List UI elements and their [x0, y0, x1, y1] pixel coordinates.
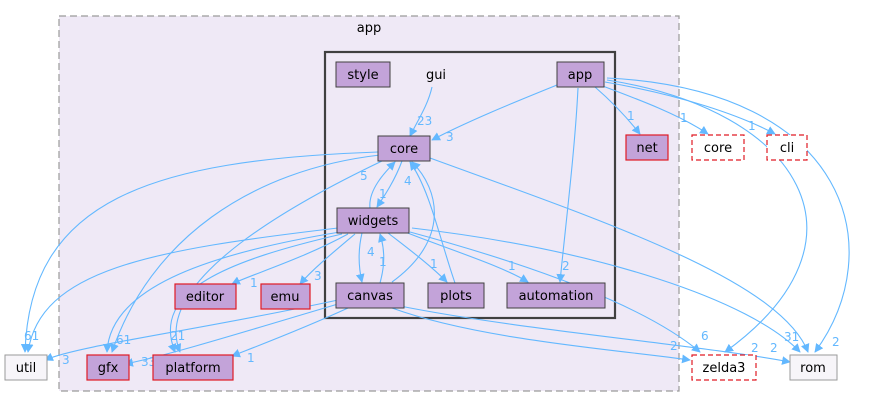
node-core-label: core — [390, 142, 418, 157]
node-style[interactable]: style — [335, 61, 391, 88]
edge-label-app-cli: 1 — [748, 119, 756, 133]
edge-widgets-automation — [399, 229, 529, 283]
edge-label-zelda3-c: 2 — [751, 341, 759, 355]
node-automation[interactable]: automation — [506, 282, 606, 309]
node-net-label: net — [636, 141, 657, 156]
edge-canvas-gfx — [124, 303, 339, 367]
edge-label-zelda3-a: 6 — [701, 329, 709, 343]
edge-label-widgets-core: 5 — [360, 169, 368, 183]
edge-gui-core — [409, 86, 433, 137]
node-emu-label: emu — [271, 290, 300, 305]
edge-canvas-platform — [231, 307, 349, 358]
edge-label-widgets-canvas: 4 — [367, 245, 375, 259]
edge-canvas-util — [44, 299, 339, 361]
edge-label-zelda3-b: 2 — [670, 339, 678, 353]
edge-label-app-core-ext: 1 — [680, 111, 688, 125]
node-widgets[interactable]: widgets — [336, 207, 410, 234]
edge-core-gfx — [110, 154, 381, 353]
node-core[interactable]: core — [377, 135, 431, 162]
edge-label-core-widgets: 1 — [379, 187, 387, 201]
edges — [20, 77, 850, 367]
node-editor-label: editor — [186, 290, 225, 305]
node-platform-label: platform — [165, 361, 220, 376]
edge-app-core — [431, 84, 558, 141]
edge-labels: 23 3 1 1 1 2 5 1 4 4 1 1 1 1 3 61 61 21 … — [24, 109, 840, 369]
edge-label-app-net: 1 — [627, 109, 635, 123]
edge-canvas-widgets — [378, 233, 387, 284]
node-net[interactable]: net — [625, 134, 669, 161]
node-plots[interactable]: plots — [427, 282, 485, 309]
edge-app-net — [594, 86, 641, 135]
edge-label-rom-a: 2 — [770, 341, 778, 355]
edge-label-widgets-editor: 1 — [250, 276, 258, 290]
node-automation-label: automation — [519, 289, 594, 304]
node-cli-label: cli — [780, 141, 794, 156]
edge-label-widgets-plots: 1 — [430, 257, 438, 271]
edge-app-cli — [604, 81, 776, 135]
node-editor[interactable]: editor — [174, 283, 237, 310]
edge-label-rom-app: 2 — [832, 335, 840, 349]
edge-label-app-core: 3 — [446, 130, 454, 144]
edge-label-widgets-automation: 1 — [508, 259, 516, 273]
node-rom[interactable]: rom — [789, 354, 838, 381]
edge-label-widgets-emu: 3 — [314, 269, 322, 283]
node-app[interactable]: app — [556, 61, 605, 88]
edge-widgets-platform — [167, 233, 343, 353]
node-cli[interactable]: cli — [766, 134, 808, 161]
edge-core-platform — [172, 159, 385, 353]
node-zelda3[interactable]: zelda3 — [691, 354, 757, 381]
node-plots-label: plots — [440, 289, 472, 304]
nodes: style app core widgets canvas plots — [4, 61, 838, 381]
edge-widgets-emu — [299, 233, 356, 285]
edge-widgets-plots — [387, 232, 448, 283]
edge-label-canvas-widgets: 1 — [379, 255, 387, 269]
edge-core-widgets — [376, 160, 403, 208]
cluster-app-label: app — [357, 21, 381, 36]
edge-label-rom-b: 31 — [784, 330, 799, 344]
node-app-label: app — [568, 68, 592, 83]
edge-core-rom — [429, 157, 810, 353]
cluster-gui-label: gui — [426, 68, 446, 83]
edge-widgets-util — [24, 227, 339, 353]
node-canvas-label: canvas — [347, 289, 393, 304]
node-util[interactable]: util — [4, 354, 48, 381]
node-style-label: style — [347, 68, 378, 83]
edge-label-app-automation: 2 — [562, 259, 570, 273]
node-zelda3-label: zelda3 — [703, 361, 746, 376]
edge-label-canvas-platform: 1 — [247, 351, 255, 365]
edge-widgets-rom — [411, 227, 801, 353]
edge-widgets-core — [369, 161, 396, 209]
edge-label-platform-count: 21 — [170, 329, 185, 343]
edge-app-automation — [556, 87, 579, 283]
edge-canvas-zelda3 — [391, 307, 691, 364]
node-canvas[interactable]: canvas — [335, 282, 405, 309]
edge-label-gui-core: 23 — [417, 114, 432, 128]
edge-app-core-ext — [599, 84, 709, 135]
edge-label-canvas-core: 4 — [404, 174, 412, 188]
edge-label-canvas-util: 3 — [62, 353, 70, 367]
node-core-external[interactable]: core — [691, 134, 745, 161]
node-rom-label: rom — [800, 361, 826, 376]
edge-core-util — [20, 151, 379, 353]
node-core-external-label: core — [704, 141, 732, 156]
edge-label-util-count: 61 — [24, 329, 39, 343]
edge-label-gfx-count: 61 — [116, 333, 131, 347]
edge-widgets-canvas — [355, 232, 365, 283]
edge-app-rom — [606, 77, 850, 353]
edge-app-zelda3 — [606, 79, 808, 353]
node-platform[interactable]: platform — [152, 354, 234, 381]
node-widgets-label: widgets — [348, 214, 399, 229]
node-gfx[interactable]: gfx — [86, 354, 130, 381]
node-gfx-label: gfx — [98, 361, 119, 376]
edge-widgets-editor — [231, 233, 349, 285]
node-emu[interactable]: emu — [260, 283, 311, 310]
cluster-gui — [323, 50, 617, 320]
edge-widgets-gfx — [102, 231, 341, 353]
node-util-label: util — [16, 361, 37, 376]
edge-plots-core — [409, 161, 456, 284]
